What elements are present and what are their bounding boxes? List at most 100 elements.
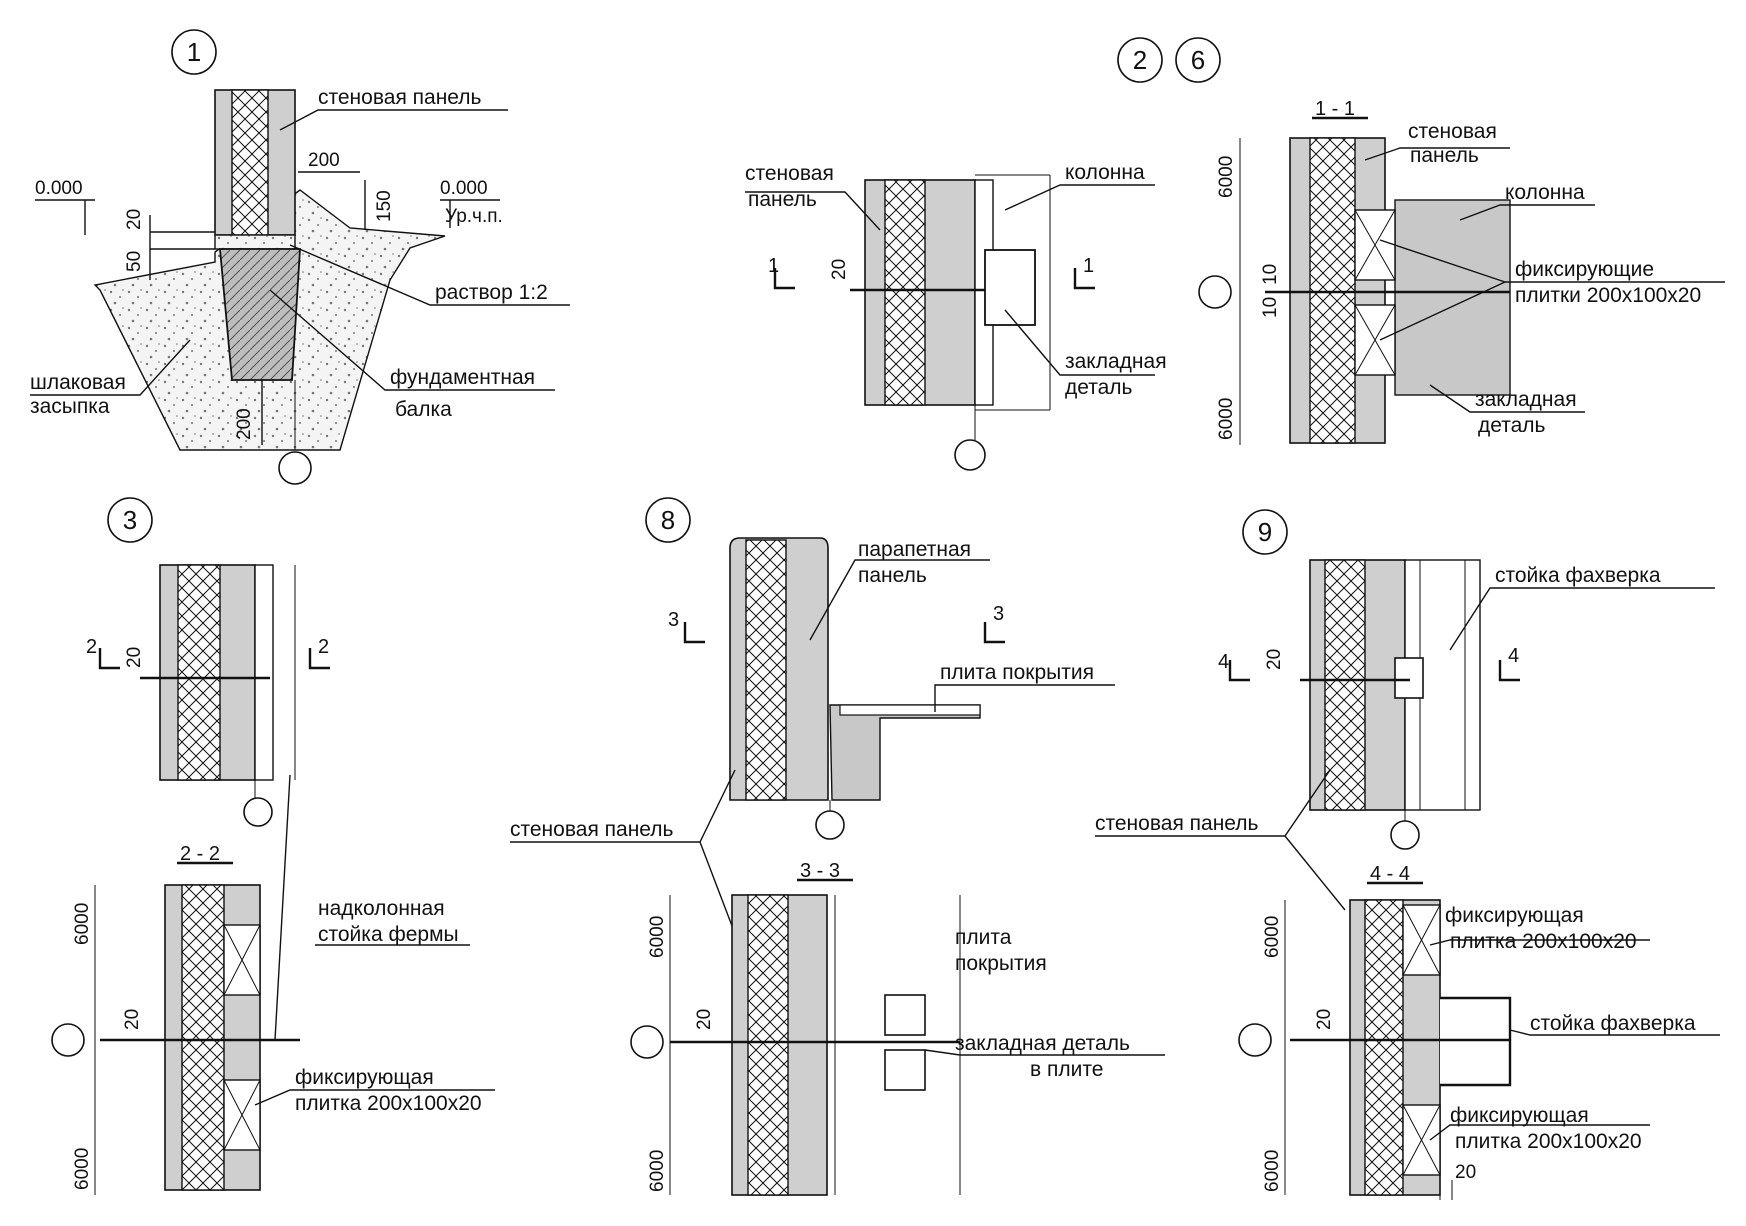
section-title: 1 - 1 <box>1315 98 1355 120</box>
label-fixing-2: плитки 200х100х20 <box>1515 284 1701 307</box>
detail-number: 1 <box>187 37 201 67</box>
label-column: колонна <box>1505 181 1585 204</box>
label-fixing-2: плитка 200х100х20 <box>295 1092 482 1115</box>
roof-slab-section <box>829 704 981 801</box>
leader-found-beam <box>269 289 555 391</box>
section-title: 2 - 2 <box>180 843 220 865</box>
leader-fixing <box>1379 239 1725 341</box>
detail-number-circle <box>171 29 217 75</box>
label-fixing-b1: фиксирующая <box>1450 1104 1589 1127</box>
label-parapet-2: панель <box>858 564 927 587</box>
cut-label-left: 3 <box>668 609 679 631</box>
dim-top: 6000 <box>647 916 668 958</box>
elev-left: 0.000 <box>35 178 83 199</box>
dim-20c: 20 <box>1455 1162 1476 1183</box>
insulation-hatch <box>747 894 789 1196</box>
column-section <box>1394 199 1511 396</box>
label-fixing-a2: плитка 200х100х20 <box>1450 930 1637 953</box>
dim-20: 20 <box>1264 649 1285 670</box>
cut-label-right: 2 <box>318 636 329 658</box>
dim-20: 20 <box>829 259 850 280</box>
mortar-bed <box>214 234 296 250</box>
elev-right-line <box>440 199 500 228</box>
post-channel <box>1440 996 1512 1087</box>
axis-circle <box>1198 275 1232 309</box>
leader-embedded <box>1429 384 1585 413</box>
detail-number-circle <box>1117 37 1163 83</box>
label-mortar: раствор 1:2 <box>435 281 548 304</box>
cut-label-left: 2 <box>86 636 97 658</box>
axis-circle <box>954 439 986 471</box>
axis-circle <box>51 1023 85 1057</box>
leader-roof-slab <box>934 684 1115 712</box>
leader-wall-panel <box>1364 147 1510 161</box>
leader-embedded <box>924 1049 1165 1056</box>
label-slab-2: покрытия <box>955 952 1047 975</box>
detail-8: 8 3 3 парапетная панель плита покрытия с… <box>510 497 1165 1196</box>
label-wall-panel: стеновая панель <box>1095 812 1259 835</box>
cut-marks <box>683 622 1005 644</box>
label-wall-panel: стеновая панель <box>318 86 482 109</box>
label-wall-panel-1: стеновая <box>1408 120 1497 143</box>
insulation-hatch <box>1309 137 1356 444</box>
section-1-1: 1 - 1 6000 6000 10 10 стеновая панель ко… <box>1198 98 1725 445</box>
label-roof-slab: плита покрытия <box>940 661 1094 684</box>
dim-top: 6000 <box>72 903 93 945</box>
elev-left-line <box>35 199 95 235</box>
section-title: 3 - 3 <box>800 860 840 882</box>
detail-1: 1 стеновая панель шлаковая засыпка фунда… <box>30 29 570 485</box>
label-embedded-1: закладная <box>1065 350 1167 373</box>
embedded-part <box>984 249 1036 326</box>
dim-10b: 10 <box>1260 297 1281 318</box>
leader-post <box>1449 587 1715 651</box>
tile-cross <box>223 924 261 996</box>
label-fixing-1: фиксирующая <box>295 1066 434 1089</box>
label-embedded-1: закладная деталь <box>955 1032 1130 1055</box>
dim-20b: 20 <box>122 1009 143 1030</box>
detail-3: 3 2 2 20 2 - 2 6000 6000 20 надколонная … <box>51 497 495 1195</box>
dim-10a: 10 <box>1260 264 1281 285</box>
label-parapet-1: парапетная <box>858 538 971 561</box>
cut-marks <box>98 648 330 670</box>
leader-fixing-b <box>1429 1124 1650 1141</box>
dim-20: 20 <box>124 209 145 230</box>
dim-top: 6000 <box>1262 916 1283 958</box>
detail-number: 3 <box>123 505 137 535</box>
label-slag-2: засыпка <box>30 395 110 418</box>
cut-label-left: 1 <box>768 255 779 277</box>
dim-200-top: 200 <box>308 150 340 171</box>
leader-wall-panel <box>510 769 746 961</box>
label-fixing-a1: фиксирующая <box>1445 904 1584 927</box>
label-wall-panel-2: панель <box>1410 144 1479 167</box>
cut-label-right: 4 <box>1508 645 1519 667</box>
dim-20: 20 <box>124 647 145 668</box>
label-wall-panel-1: стеновая <box>745 162 834 185</box>
label-wall-panel: стеновая панель <box>510 818 674 841</box>
cut-marks <box>773 268 1095 290</box>
insulation-hatch <box>177 564 221 781</box>
leader-slag <box>30 339 191 396</box>
label-fixing-1: фиксирующие <box>1515 258 1654 281</box>
insulation-hatch <box>884 179 926 406</box>
tile-cross <box>1354 209 1396 281</box>
elev-right: 0.000 <box>440 178 488 199</box>
section-title: 4 - 4 <box>1370 863 1410 885</box>
tile-cross <box>1402 1104 1441 1176</box>
insulation-hatch <box>231 89 269 236</box>
label-post: стойка фахверка <box>1495 564 1661 587</box>
detail-number: 9 <box>1258 517 1272 547</box>
label-post2: стойка фахверка <box>1530 1012 1696 1035</box>
leader-post2 <box>1509 1029 1720 1036</box>
tile-cross <box>1354 304 1396 376</box>
leader-wall-panel <box>745 191 881 231</box>
dim-20: 20 <box>694 1009 715 1030</box>
leader-column <box>1459 204 1595 221</box>
leader-wall-panel <box>1095 769 1346 911</box>
leader-truss-post <box>274 774 470 1041</box>
leader-parapet <box>809 559 990 641</box>
label-embedded-2: деталь <box>1065 376 1133 399</box>
leader-column <box>1004 184 1155 211</box>
dim-bottom: 6000 <box>1262 1150 1283 1192</box>
leader-fixing <box>254 1089 495 1106</box>
